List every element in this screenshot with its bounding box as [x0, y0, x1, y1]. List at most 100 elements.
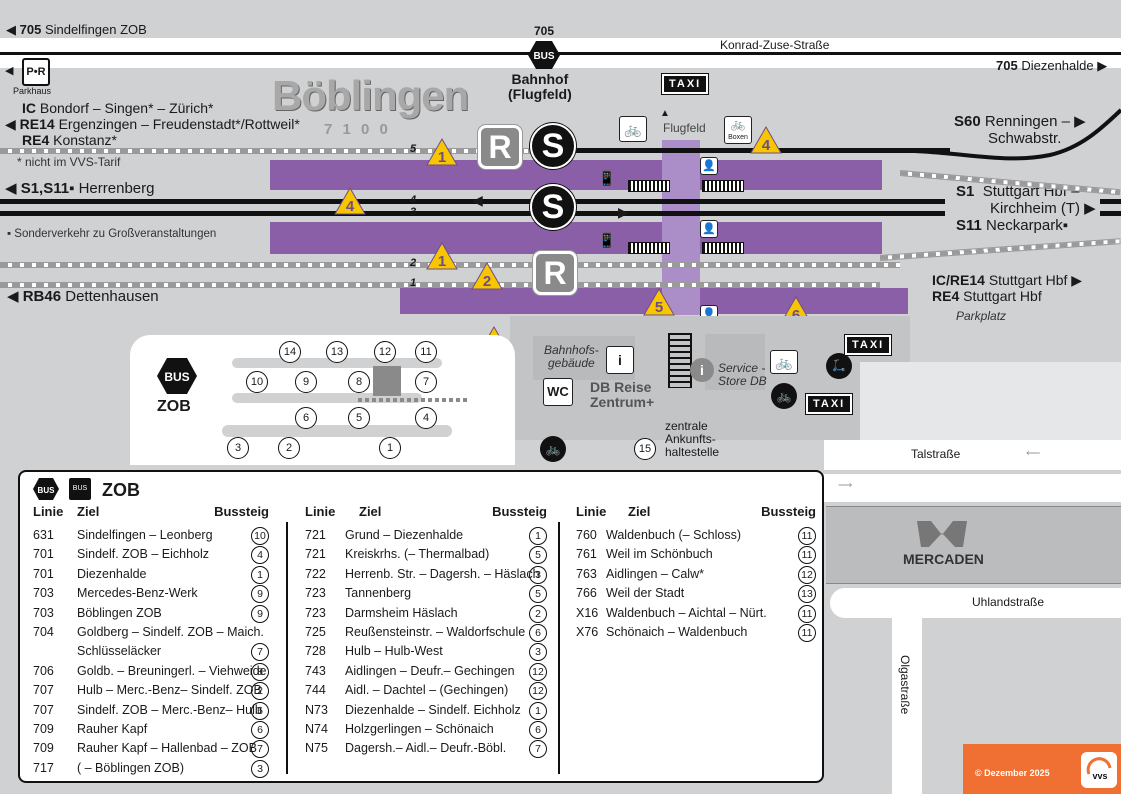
elevator-icon: 👤 [700, 220, 718, 238]
s-bahn-icon: S [530, 184, 576, 230]
bus-bay-badge: 1 [251, 565, 269, 584]
destination: Mercedes-Benz-Werk [77, 586, 198, 601]
bus-bay-badge: 9 [251, 604, 269, 623]
direction-east-ic: IC/RE14 Stuttgart Hbf ▶ [932, 272, 1083, 288]
elevator-icon: 👤 [700, 157, 718, 175]
line-number: 743 [305, 663, 326, 678]
direction-705-west: ◀ 705 Sindelfingen ZOB [6, 22, 147, 37]
bus-bay-13: 13 [326, 341, 348, 363]
destination: Böblingen ZOB [77, 605, 162, 620]
bus-bay-badge: 10 [251, 527, 269, 545]
line-number: 721 [305, 547, 326, 562]
svg-text:vvs: vvs [1092, 771, 1107, 781]
bus-bay-badge: 5 [529, 585, 547, 604]
direction-west-ic: IC Bondorf – Singen* – Zürich* [22, 100, 214, 116]
destination: Waldenbuch (– Schloss) [606, 528, 742, 542]
line-number: N73 [305, 702, 328, 717]
stairs-icon [702, 180, 744, 192]
mercaden-logo-icon [917, 521, 967, 547]
svg-text:6: 6 [792, 307, 800, 324]
destination: Hulb – Hulb-West [345, 644, 443, 659]
destination: Diezenhalde – Sindelf. Eichholz [345, 702, 521, 717]
park-and-ride-icon[interactable]: P•R [22, 58, 50, 86]
track-5-left [0, 148, 530, 154]
bus-bay-badge: 7 [251, 643, 269, 662]
arrow-right-icon: ▶ [618, 204, 629, 220]
destination: Holzgerlingen – Schönaich [345, 721, 494, 736]
bus-bay-badge: 6 [529, 720, 547, 739]
line-number: 722 [305, 566, 326, 581]
bus-bay-badge: 8 [251, 662, 269, 681]
line-number: 709 [33, 741, 54, 756]
olgastrasse [892, 615, 922, 794]
direction-east-s11: S11 Neckarpark▪ [956, 217, 1069, 234]
destination: Dagersh.– Aidl.– Deufr.-Böbl. [345, 741, 507, 756]
track-s60-curve [880, 108, 1121, 161]
svg-text:5: 5 [655, 299, 663, 316]
direction-east-s60: S60 Renningen – ▶Schwabstr. [954, 113, 1086, 147]
street-olgastrasse: Olgastraße [898, 655, 912, 715]
destination: Rauher Kapf – Hallenbad – ZOB [77, 741, 257, 756]
bike-parking-icon: 🚲 [770, 350, 798, 374]
destination: ( – Böblingen ZOB) [77, 760, 184, 775]
exit-triangle: 1 [426, 242, 458, 270]
bike-sharing-icon: 🚲 [540, 436, 566, 462]
line-number: 723 [305, 586, 326, 601]
bus-bay-badge: 13 [798, 585, 816, 604]
destination: Aidlingen – Calw* [606, 566, 704, 581]
info-icon: i [606, 346, 634, 374]
bus-bay-badge: 7 [251, 740, 269, 759]
svg-text:4: 4 [762, 137, 771, 154]
svg-text:1: 1 [438, 149, 446, 166]
destination: Goldberg – Sindelf. ZOB – Maich. [77, 624, 264, 639]
street-konrad-zuse: Konrad-Zuse-Straße [720, 38, 830, 52]
bus-bay-badge: 12 [798, 565, 816, 584]
legend-title: ZOB [102, 480, 140, 500]
bus-bay-badge: 2 [251, 682, 269, 701]
stairs-icon [628, 242, 670, 254]
line-number: 701 [33, 547, 54, 562]
service-info-icon: i [690, 358, 714, 382]
track-number-2: 2 [410, 257, 417, 269]
destination: Aidl. – Dachtel – (Gechingen) [345, 683, 509, 698]
stairs-icon [702, 242, 744, 254]
svg-text:2: 2 [483, 273, 491, 290]
track-3-east [1100, 211, 1121, 216]
city-title: Böblingen [272, 72, 469, 119]
bus-bay-badge: 6 [251, 720, 269, 739]
bus-bay-badge: 12 [529, 682, 547, 701]
arrow-up-icon: ▲ [660, 108, 670, 119]
svg-text:4: 4 [346, 198, 355, 215]
flugfeld-label: Flugfeld [663, 121, 706, 135]
bus-bay-2: 2 [278, 437, 300, 459]
destination: Hulb – Merc.-Benz– Sindelf. ZOB [77, 683, 262, 698]
bus-bay-14: 14 [279, 341, 301, 363]
bus-bay-badge: 1 [529, 701, 547, 720]
bus-bay-badge: 11 [798, 623, 816, 642]
bus-bay-9: 9 [295, 371, 317, 393]
track-number-4: 4 [410, 194, 417, 206]
line-number: 707 [33, 683, 54, 698]
bus-bay-badge: 7 [529, 740, 547, 759]
platform-a [270, 160, 882, 190]
zob-bus-icon: BUS [157, 358, 197, 394]
destination: Reußensteinstr. – Waldorfschule [345, 624, 526, 639]
bus-route-line [0, 52, 1121, 55]
line-number: 744 [305, 683, 326, 698]
service-store-label: Service -Store DB [718, 361, 767, 388]
